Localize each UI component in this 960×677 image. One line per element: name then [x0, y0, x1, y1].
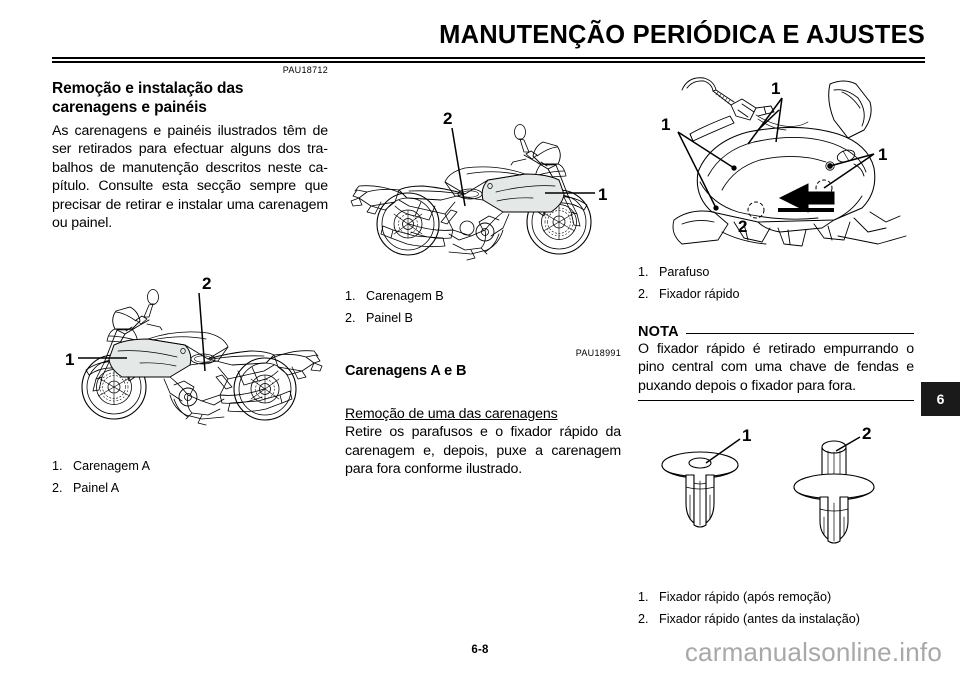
section-title-line-1: Remoção e instalação das	[52, 80, 244, 97]
caption-item: 1. Parafuso	[638, 262, 914, 284]
callout-2	[451, 127, 466, 207]
fastener-before-installation	[793, 440, 875, 544]
pau-code-left: PAU18712	[282, 65, 328, 75]
procedure-heading-remocao: Remoção de uma das carenagens	[345, 405, 558, 422]
section-title-remocao-instalacao: Remoção e instalação das carenagens e pa…	[52, 80, 328, 118]
caption-item: 2. Painel A	[52, 478, 328, 500]
right-column: 1 1 1 2 1. Parafuso 2. Fixador rápido NO…	[638, 66, 914, 631]
nota-label: NOTA	[638, 324, 679, 341]
motorcycle-side-view-right-svg: 1 2	[350, 109, 607, 261]
caption-number: 1.	[638, 590, 649, 605]
nota-block: NOTA O fixador rápido é retirado empurra…	[638, 325, 914, 402]
section-title-carenagens-a-e-b: Carenagens A e B	[345, 363, 467, 380]
chapter-tab-number: 6	[936, 391, 945, 407]
callout-label-1: 1	[742, 426, 751, 445]
caption-number: 2.	[52, 480, 63, 495]
page-number: 6-8	[471, 644, 489, 656]
procedure-body-text: Retire os parafusos e o fixador rápido d…	[345, 424, 621, 478]
callout-2	[198, 292, 206, 372]
caption-item: 1. Carenagem A	[52, 456, 328, 478]
callout-label-1-right: 1	[878, 145, 887, 164]
figure-motorcycle-a: 1 2	[52, 267, 328, 442]
caption-item: 1. Carenagem B	[345, 286, 621, 308]
caption-number: 1.	[638, 265, 649, 279]
caption-item: 2. Fixador rápido (antes da instalação)	[638, 609, 914, 631]
caption-label: Parafuso	[659, 265, 710, 279]
caption-number: 2.	[638, 612, 649, 627]
nota-body-text: O fixador rápido é retirado empurrando o…	[638, 340, 914, 394]
motorcycle-side-view-left-svg: 1 2	[65, 274, 323, 426]
figure-quick-fasteners: 1 2	[638, 425, 914, 575]
nota-bottom-rule	[638, 400, 914, 402]
callout-leaders	[705, 436, 861, 464]
caption-label: Carenagem A	[73, 459, 151, 473]
callout-label-2: 2	[738, 217, 747, 236]
quick-fastener-states-svg: 1 2	[661, 425, 875, 544]
left-body-paragraph: As carenagens e painéis ilustrados têm d…	[52, 122, 328, 232]
callout-label-1: 1	[598, 185, 607, 204]
chapter-tab-6[interactable]: 6	[921, 382, 960, 416]
caption-item: 2. Fixador rápido	[638, 284, 914, 306]
nota-header-rule	[685, 333, 914, 335]
page-header: MANUTENÇÃO PERIÓDICA E AJUSTES	[0, 0, 960, 63]
left-column: PAU18712 Remoção e instalação das carena…	[52, 66, 328, 499]
section-title-line-2: carenagens e painéis	[52, 98, 207, 116]
caption-label: Painel A	[73, 480, 120, 495]
nota-header: NOTA	[638, 325, 914, 340]
caption-number: 2.	[345, 310, 356, 325]
pau-code-middle: PAU18991	[575, 348, 621, 359]
callout-label-1: 1	[65, 350, 74, 369]
caption-item: 1. Fixador rápido (após remoção)	[638, 587, 914, 609]
figure-caption-right-top: 1. Parafuso 2. Fixador rápido	[638, 262, 914, 305]
caption-label: Fixador rápido (após remoção)	[659, 590, 832, 605]
caption-label: Painel B	[366, 310, 413, 325]
callout-label-1-top: 1	[771, 79, 780, 98]
figure-caption-left: 1. Carenagem A 2. Painel A	[52, 456, 328, 499]
direction-arrow	[778, 183, 835, 213]
figure-caption-right-bottom: 1. Fixador rápido (após remoção) 2. Fixa…	[638, 587, 914, 630]
callout-label-2: 2	[202, 274, 211, 293]
middle-column: 1 2 1. Carenagem B 2. Painel B PAU18991 …	[345, 66, 621, 479]
callout-label-2: 2	[443, 109, 452, 128]
caption-number: 1.	[52, 459, 63, 473]
figure-caption-middle: 1. Carenagem B 2. Painel B	[345, 286, 621, 329]
callout-label-2: 2	[862, 425, 871, 443]
caption-number: 2.	[638, 286, 649, 301]
figure-motorcycle-b: 1 2	[345, 80, 621, 270]
caption-label: Carenagem B	[366, 289, 444, 303]
caption-item: 2. Painel B	[345, 308, 621, 330]
caption-label: Fixador rápido	[659, 286, 740, 301]
site-watermark: carmanualsonline.info	[684, 637, 942, 667]
fastener-after-removal	[661, 451, 739, 528]
page-title: MANUTENÇÃO PERIÓDICA E AJUSTES	[439, 21, 925, 49]
callout-leaders	[677, 97, 875, 209]
figure-fairing-detail: 1 1 1 2	[638, 72, 914, 250]
header-double-rule	[52, 57, 925, 63]
fairing-fastener-detail-svg: 1 1 1 2	[661, 77, 907, 247]
caption-number: 1.	[345, 289, 356, 303]
caption-label: Fixador rápido (antes da instalação)	[659, 612, 860, 627]
callout-label-1-left: 1	[661, 115, 670, 134]
